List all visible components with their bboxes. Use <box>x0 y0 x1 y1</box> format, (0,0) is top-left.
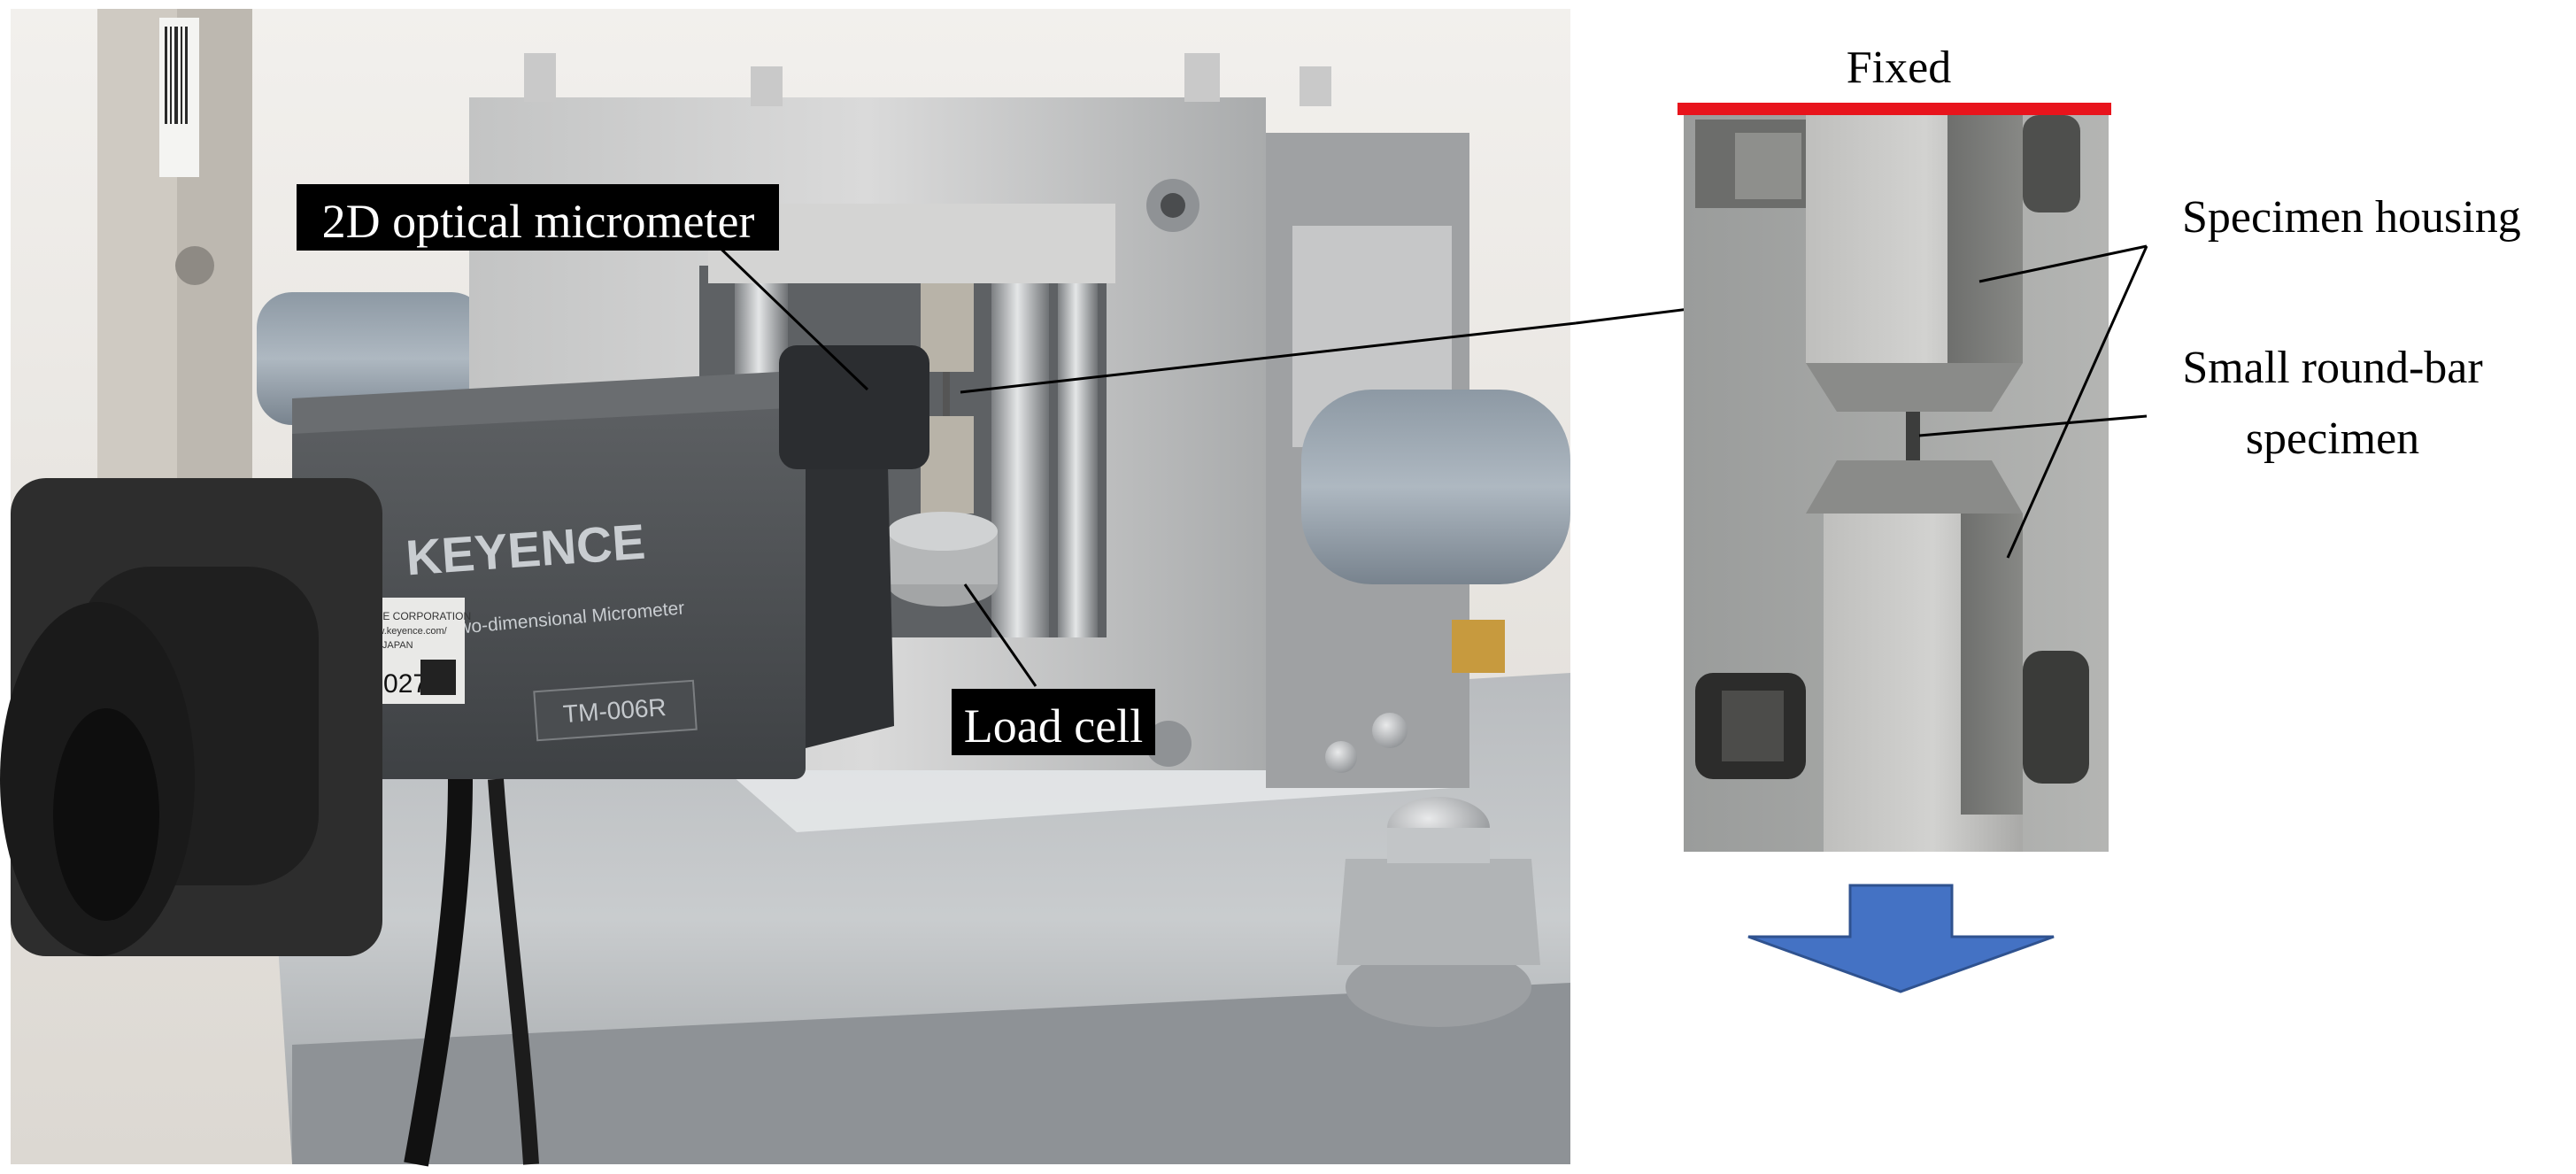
qr-code-icon <box>420 660 456 695</box>
guide-rod-2 <box>991 266 1049 637</box>
specimen-housing-label: Specimen housing <box>2182 192 2521 243</box>
loadcell-label-bg <box>952 689 1155 755</box>
micrometer-label: 2D optical micrometer <box>322 195 755 248</box>
housing-leader-lower <box>2006 245 2148 559</box>
upper-grip <box>921 283 974 372</box>
barcode-icon <box>165 27 188 124</box>
post-hole <box>175 246 214 285</box>
base-washer <box>1346 947 1531 1027</box>
micrometer-leader <box>711 239 869 391</box>
down-arrow-icon <box>1747 884 2055 993</box>
specimen-label-line1: Small round-bar <box>2182 343 2482 393</box>
hex-nut <box>1337 859 1540 965</box>
hose-right <box>1301 390 1570 584</box>
model-plate <box>533 679 698 742</box>
specimen-label-line2: specimen <box>2246 413 2419 464</box>
specimen-leader <box>1918 414 2148 437</box>
top-stud-3 <box>1184 53 1220 102</box>
specimen-closeup: Fixed Specimen housing Small round-bar s… <box>1677 42 2521 852</box>
housing-leader-upper <box>1978 244 2148 283</box>
top-stud-2 <box>751 66 783 106</box>
device-cable <box>404 778 473 1167</box>
zoom-connector <box>960 321 1577 394</box>
top-stud-1 <box>524 53 556 102</box>
loadcell-leader <box>963 583 1037 687</box>
specimen-bar <box>1906 412 1920 465</box>
setup-photo: KEYENCE Two-dimensional Micrometer TM-00… <box>0 9 1570 1167</box>
upper-knob <box>2023 115 2080 212</box>
micrometer-label-bg <box>297 184 779 251</box>
micrometer-lens <box>779 345 929 469</box>
fixed-label: Fixed <box>1847 42 1951 93</box>
fixed-boundary-bar <box>1677 103 2111 115</box>
lower-knob <box>2023 651 2089 784</box>
loadcell-label: Load cell <box>964 699 1143 753</box>
top-stud-4 <box>1300 66 1331 106</box>
